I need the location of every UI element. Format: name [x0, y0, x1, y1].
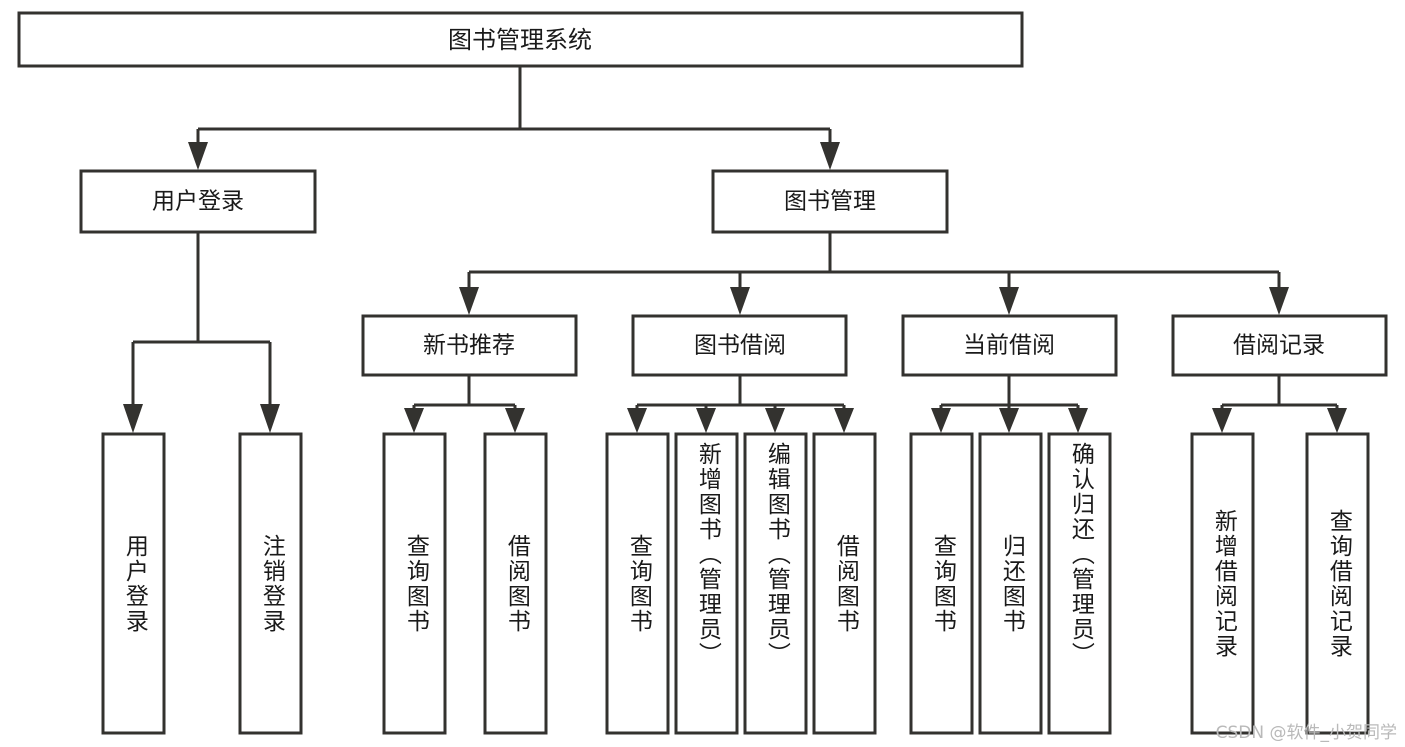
arrowhead-l-cb-query — [931, 408, 951, 433]
node-book-manage-label: 图书管理 — [784, 189, 876, 215]
node-root[interactable] — [17, 11, 1024, 68]
node-book-manage[interactable] — [711, 169, 949, 234]
node-book-borrow[interactable] — [631, 314, 848, 377]
leaf-box-l-br-add[interactable] — [1190, 432, 1255, 735]
leaf-box-l-cb-return[interactable] — [978, 432, 1043, 735]
leaf-box-l-cb-query[interactable] — [909, 432, 974, 735]
arrowhead-l-cb-confirm — [1068, 408, 1088, 433]
leaf-box-l-bb-borrow[interactable] — [812, 432, 877, 735]
arrowhead-l-bb-query — [627, 408, 647, 433]
node-root-label: 图书管理系统 — [448, 26, 592, 54]
leaf-box-l-nbr-query[interactable] — [382, 432, 447, 735]
leaf-box-l-cb-confirm[interactable] — [1047, 432, 1112, 735]
node-user-login[interactable] — [79, 169, 317, 234]
arrowhead-l-br-add — [1212, 408, 1232, 433]
leaf-box-l-bb-add[interactable] — [674, 432, 739, 735]
arrowhead-n-borrow-record — [1269, 287, 1289, 315]
leaf-box-l-nbr-borrow[interactable] — [483, 432, 548, 735]
leaf-box-l-user-logout[interactable] — [238, 432, 303, 735]
arrowhead-l-bb-edit — [765, 408, 785, 433]
leaf-box-l-br-query[interactable] — [1305, 432, 1370, 735]
arrowhead-l-bb-borrow — [834, 408, 854, 433]
arrowhead-l-nbr-query — [404, 408, 424, 433]
node-current-borrow[interactable] — [901, 314, 1118, 377]
node-borrow-record[interactable] — [1171, 314, 1388, 377]
node-book-borrow-label: 图书借阅 — [694, 333, 786, 359]
arrowhead-userlogin — [188, 142, 208, 170]
node-borrow-record-label: 借阅记录 — [1233, 333, 1325, 359]
node-new-book-rec[interactable] — [361, 314, 578, 377]
arrowhead-n-new-book-rec — [459, 287, 479, 315]
arrowhead-l-user-logout — [260, 404, 280, 433]
arrowhead-bookmanage — [820, 142, 840, 170]
arrowhead-n-book-borrow — [730, 287, 750, 315]
arrowhead-l-br-query — [1327, 408, 1347, 433]
leaf-box-l-bb-query[interactable] — [605, 432, 670, 735]
node-current-borrow-label: 当前借阅 — [963, 333, 1055, 359]
leaf-box-l-bb-edit[interactable] — [743, 432, 808, 735]
node-labels: 图书管理系统 用户登录 图书管理 新书推荐 图书借阅 当前借阅 借阅记录 — [152, 26, 1325, 359]
connectors — [123, 66, 1347, 433]
node-boxes — [17, 11, 1388, 735]
node-new-book-rec-label: 新书推荐 — [423, 333, 515, 359]
arrowhead-l-user-login — [123, 404, 143, 433]
leaf-box-l-user-login[interactable] — [101, 432, 166, 735]
arrowhead-n-current-borrow — [999, 287, 1019, 315]
arrowhead-l-bb-add — [696, 408, 716, 433]
node-user-login-label: 用户登录 — [152, 189, 244, 215]
arrowhead-l-cb-return — [999, 408, 1019, 433]
arrowhead-l-nbr-borrow — [505, 408, 525, 433]
csdn-watermark: CSDN @软件_小贺同学 — [1215, 723, 1397, 743]
